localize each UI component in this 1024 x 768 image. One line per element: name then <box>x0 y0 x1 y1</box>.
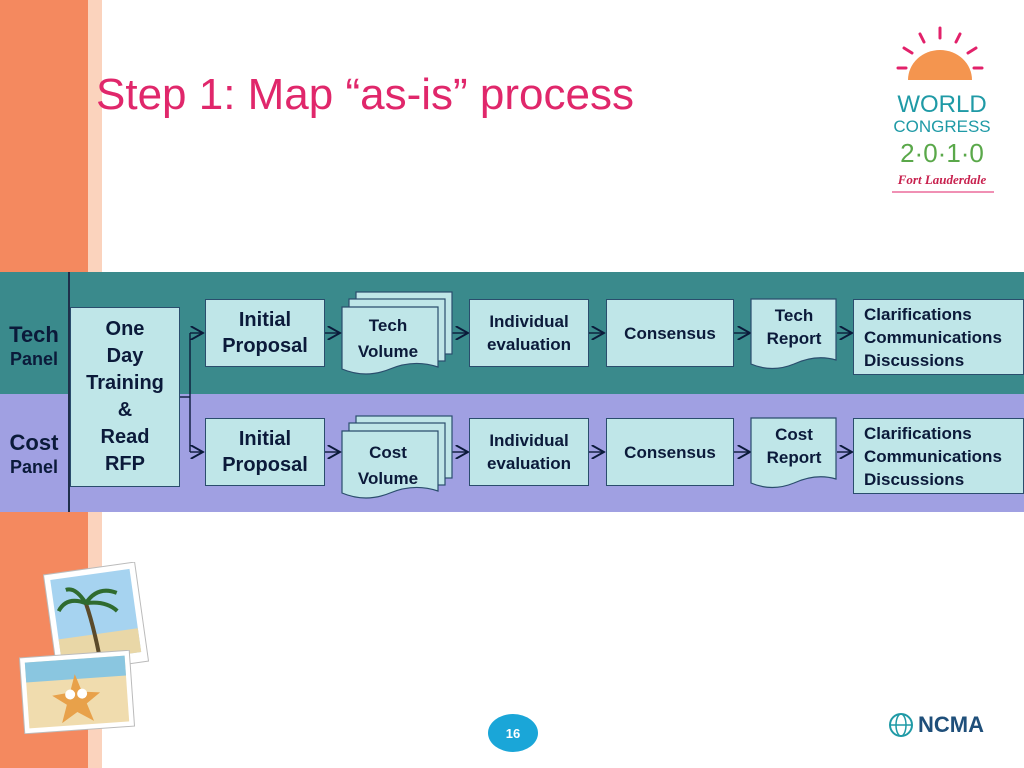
cost-outcome-line1: Clarifications <box>864 423 972 443</box>
cost-outcome-line2: Communications <box>864 446 1002 466</box>
tech-evaluation-line1: Individual <box>489 312 569 331</box>
tech-report-document <box>750 298 837 370</box>
cost-report-label: Cost Report <box>751 423 837 469</box>
tech-panel-label: Tech Panel <box>0 322 68 370</box>
ncma-logo: NCMA <box>888 710 1008 740</box>
tech-proposal-line2: Proposal <box>222 335 308 357</box>
training-box: One Day Training & Read RFP <box>70 307 180 487</box>
training-line1: One <box>105 318 145 340</box>
logo-world: WORLD <box>897 91 986 118</box>
cost-panel-label: Cost Panel <box>0 430 68 478</box>
tech-outcome-line2: Communications <box>864 327 1002 347</box>
tech-initial-proposal: Initial Proposal <box>205 299 325 367</box>
tech-individual-evaluation: Individual evaluation <box>469 299 589 367</box>
tech-proposal-line1: Initial <box>238 309 292 331</box>
tech-consensus-label: Consensus <box>624 323 716 343</box>
cost-report-document <box>750 417 837 489</box>
tech-report-line1: Tech <box>774 306 814 325</box>
sun-icon <box>908 50 972 80</box>
logo-year: 2·0·1·0 <box>900 138 984 168</box>
ncma-text: NCMA <box>918 712 984 737</box>
cost-individual-evaluation: Individual evaluation <box>469 418 589 486</box>
world-congress-logo: WORLD CONGRESS 2·0·1·0 Fort Lauderdale <box>892 26 994 193</box>
tech-outcome-box: Clarifications Communications Discussion… <box>853 299 1024 375</box>
cost-volume-label: Cost Volume <box>342 440 434 492</box>
logo-congress: CONGRESS <box>893 117 990 136</box>
cost-panel-name: Cost <box>9 430 59 455</box>
cost-report-line2: Report <box>766 448 822 467</box>
cost-outcome-box: Clarifications Communications Discussion… <box>853 418 1024 494</box>
tech-panel-name: Tech <box>9 322 59 347</box>
cost-evaluation-line1: Individual <box>489 431 569 450</box>
tech-volume-label: Tech Volume <box>342 313 434 365</box>
tech-consensus: Consensus <box>606 299 734 367</box>
tech-panel-sub: Panel <box>9 349 59 369</box>
page-number-badge: 16 <box>488 714 538 752</box>
cost-report-line1: Cost <box>775 425 813 444</box>
cost-consensus-label: Consensus <box>624 442 716 462</box>
tech-volume-line1: Tech <box>368 316 408 335</box>
training-line5: Read <box>100 426 150 448</box>
cost-volume-line2: Volume <box>357 469 419 488</box>
tech-report-line2: Report <box>766 329 822 348</box>
tech-volume-document-stack <box>341 291 453 375</box>
tech-evaluation-line2: evaluation <box>486 335 572 354</box>
cost-panel-sub: Panel <box>9 457 59 477</box>
starfish-photo <box>18 650 136 734</box>
cost-consensus: Consensus <box>606 418 734 486</box>
cost-proposal-line1: Initial <box>238 428 292 450</box>
cost-evaluation-line2: evaluation <box>486 454 572 473</box>
training-line6: RFP <box>104 453 145 475</box>
cost-volume-line1: Cost <box>369 443 407 462</box>
training-line3: Training <box>86 372 164 394</box>
logo-location: Fort Lauderdale <box>897 172 987 187</box>
tech-volume-line2: Volume <box>357 342 419 361</box>
sun-rays-icon <box>896 26 984 70</box>
tech-outcome-line1: Clarifications <box>864 304 972 324</box>
training-line2: Day <box>106 345 144 367</box>
training-line4: & <box>117 399 133 421</box>
cost-initial-proposal: Initial Proposal <box>205 418 325 486</box>
slide-title: Step 1: Map “as-is” process <box>96 70 634 119</box>
tech-outcome-line3: Discussions <box>864 350 965 370</box>
globe-icon <box>889 713 913 737</box>
tech-report-label: Tech Report <box>751 304 837 350</box>
cost-outcome-line3: Discussions <box>864 469 965 489</box>
cost-proposal-line2: Proposal <box>222 454 308 476</box>
panel-divider <box>68 272 70 512</box>
cost-volume-document-stack <box>341 415 453 499</box>
